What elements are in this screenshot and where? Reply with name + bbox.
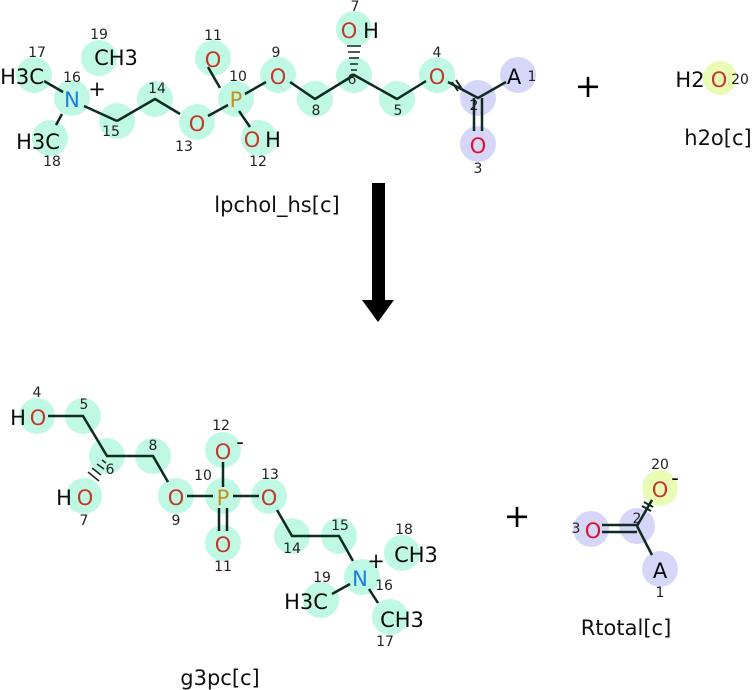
atom-20-number: 20: [731, 72, 749, 88]
atom-13-label: O: [189, 112, 206, 136]
atom-20-number: 20: [651, 457, 669, 473]
atom-15-number: 15: [102, 124, 120, 140]
atom-10-label: P: [217, 486, 230, 510]
atom-4-label: O: [429, 65, 446, 89]
atom-labels: H3C 17 CH3 19 N + 16 H3C 18 15 14 O 13 P…: [0, 0, 536, 177]
atom-7-label: O: [341, 19, 358, 43]
atom-10-number: 10: [229, 69, 247, 85]
bonds: [48, 414, 380, 604]
atom-labels: H O 4 5 6 H O 7 8 O 9 P 10 O - 12 O 11 O…: [10, 385, 438, 650]
atom-12-hydrogen: H: [265, 128, 281, 152]
atom-17-number: 17: [376, 634, 394, 650]
atom-11-label: O: [215, 533, 232, 557]
atom-14-number: 14: [148, 81, 166, 97]
atom-18-label: H3C: [16, 130, 60, 154]
atom-2-number: 2: [633, 511, 642, 527]
atom-7-number: 7: [351, 0, 360, 15]
atom-4-label: O: [30, 406, 47, 430]
atom-16-charge: +: [367, 549, 385, 573]
plus-sign: +: [504, 497, 531, 535]
atom-13-number: 13: [175, 139, 193, 155]
molecule-h2o: H2 O 20 h2o[c]: [675, 61, 752, 150]
atom-8-number: 8: [149, 438, 158, 454]
atom-13-label: O: [261, 486, 278, 510]
atom-3-label: O: [470, 134, 487, 158]
molecule-lpchol-hs: H3C 17 CH3 19 N + 16 H3C 18 15 14 O 13 P…: [0, 0, 536, 218]
atom-9-number: 9: [272, 45, 281, 61]
atom-6-number: 6: [106, 462, 115, 478]
atom-12-charge: -: [236, 430, 244, 454]
atom-16-number: 16: [375, 578, 393, 594]
atom-2-number: 2: [470, 98, 479, 114]
molecule-rtotal: O - 20 2 O 3 A 1 Rtotal[c]: [572, 457, 679, 640]
atom-3-label: O: [585, 519, 602, 543]
atom-12-number: 12: [212, 418, 230, 434]
atom-highlights: [16, 11, 536, 162]
atom-20-hydrogen: H2: [675, 68, 704, 92]
atom-1-number: 1: [656, 585, 665, 601]
atom-8-number: 8: [312, 103, 321, 119]
atom-4-number: 4: [33, 385, 42, 401]
atom-19-number: 19: [90, 27, 108, 43]
atom-9-label: O: [168, 486, 185, 510]
atom-16-number: 16: [63, 70, 81, 86]
atom-5-number: 5: [80, 397, 89, 413]
atom-17-number: 17: [28, 45, 46, 61]
molecule-name: h2o[c]: [684, 126, 751, 150]
atom-20-charge: -: [671, 466, 679, 490]
atom-3-number: 3: [474, 161, 483, 177]
reaction-arrow-icon: [362, 183, 394, 322]
molecule-name: lpchol_hs[c]: [214, 193, 339, 218]
atom-6-number: 6: [348, 72, 357, 88]
atom-20-label: O: [711, 68, 728, 92]
molecule-name: Rtotal[c]: [581, 616, 672, 640]
atom-10-number: 10: [194, 468, 212, 484]
hashed-wedge: [87, 459, 107, 482]
atom-18-number: 18: [43, 154, 61, 170]
atom-3-number: 3: [572, 521, 581, 537]
atom-4-number: 4: [433, 45, 442, 61]
atom-16-label: N: [352, 567, 368, 591]
atom-12-label: O: [215, 440, 232, 464]
atom-14-number: 14: [283, 541, 301, 557]
atom-7-hydrogen: H: [56, 486, 72, 510]
atom-11-number: 11: [214, 559, 232, 575]
atom-9-label: O: [270, 65, 287, 89]
atom-17-label: CH3: [380, 608, 424, 632]
hashed-wedge: [347, 45, 361, 71]
atom-7-hydrogen: H: [363, 19, 379, 43]
atom-16-charge: +: [88, 77, 106, 101]
atom-11-label: O: [205, 48, 222, 72]
atom-13-number: 13: [261, 467, 279, 483]
atom-10-label: P: [230, 88, 243, 112]
molecule-g3pc: H O 4 5 6 H O 7 8 O 9 P 10 O - 12 O 11 O…: [10, 385, 438, 690]
atom-16-label: N: [64, 88, 80, 112]
atom-1-label: A: [507, 65, 522, 89]
atom-1-label: A: [653, 559, 668, 583]
atom-7-number: 7: [80, 513, 89, 529]
atom-18-number: 18: [395, 522, 413, 538]
atom-15-number: 15: [331, 518, 349, 534]
atom-12-label: O: [244, 128, 261, 152]
atom-4-hydrogen: H: [10, 406, 26, 430]
atom-9-number: 9: [172, 513, 181, 529]
atom-7-label: O: [77, 486, 94, 510]
atom-11-number: 11: [204, 28, 222, 44]
bonds: [43, 45, 507, 131]
atom-19-label: H3C: [284, 590, 328, 614]
molecule-name: g3pc[c]: [180, 666, 260, 690]
atom-5-number: 5: [394, 103, 403, 119]
atom-12-number: 12: [249, 154, 267, 170]
atom-19-label: CH3: [94, 46, 138, 70]
atom-17-label: H3C: [0, 65, 44, 89]
atom-19-number: 19: [313, 570, 331, 586]
plus-sign: +: [575, 67, 602, 105]
atom-1-number: 1: [528, 69, 537, 85]
atom-20-label: O: [652, 478, 669, 502]
atom-18-label: CH3: [394, 543, 438, 567]
